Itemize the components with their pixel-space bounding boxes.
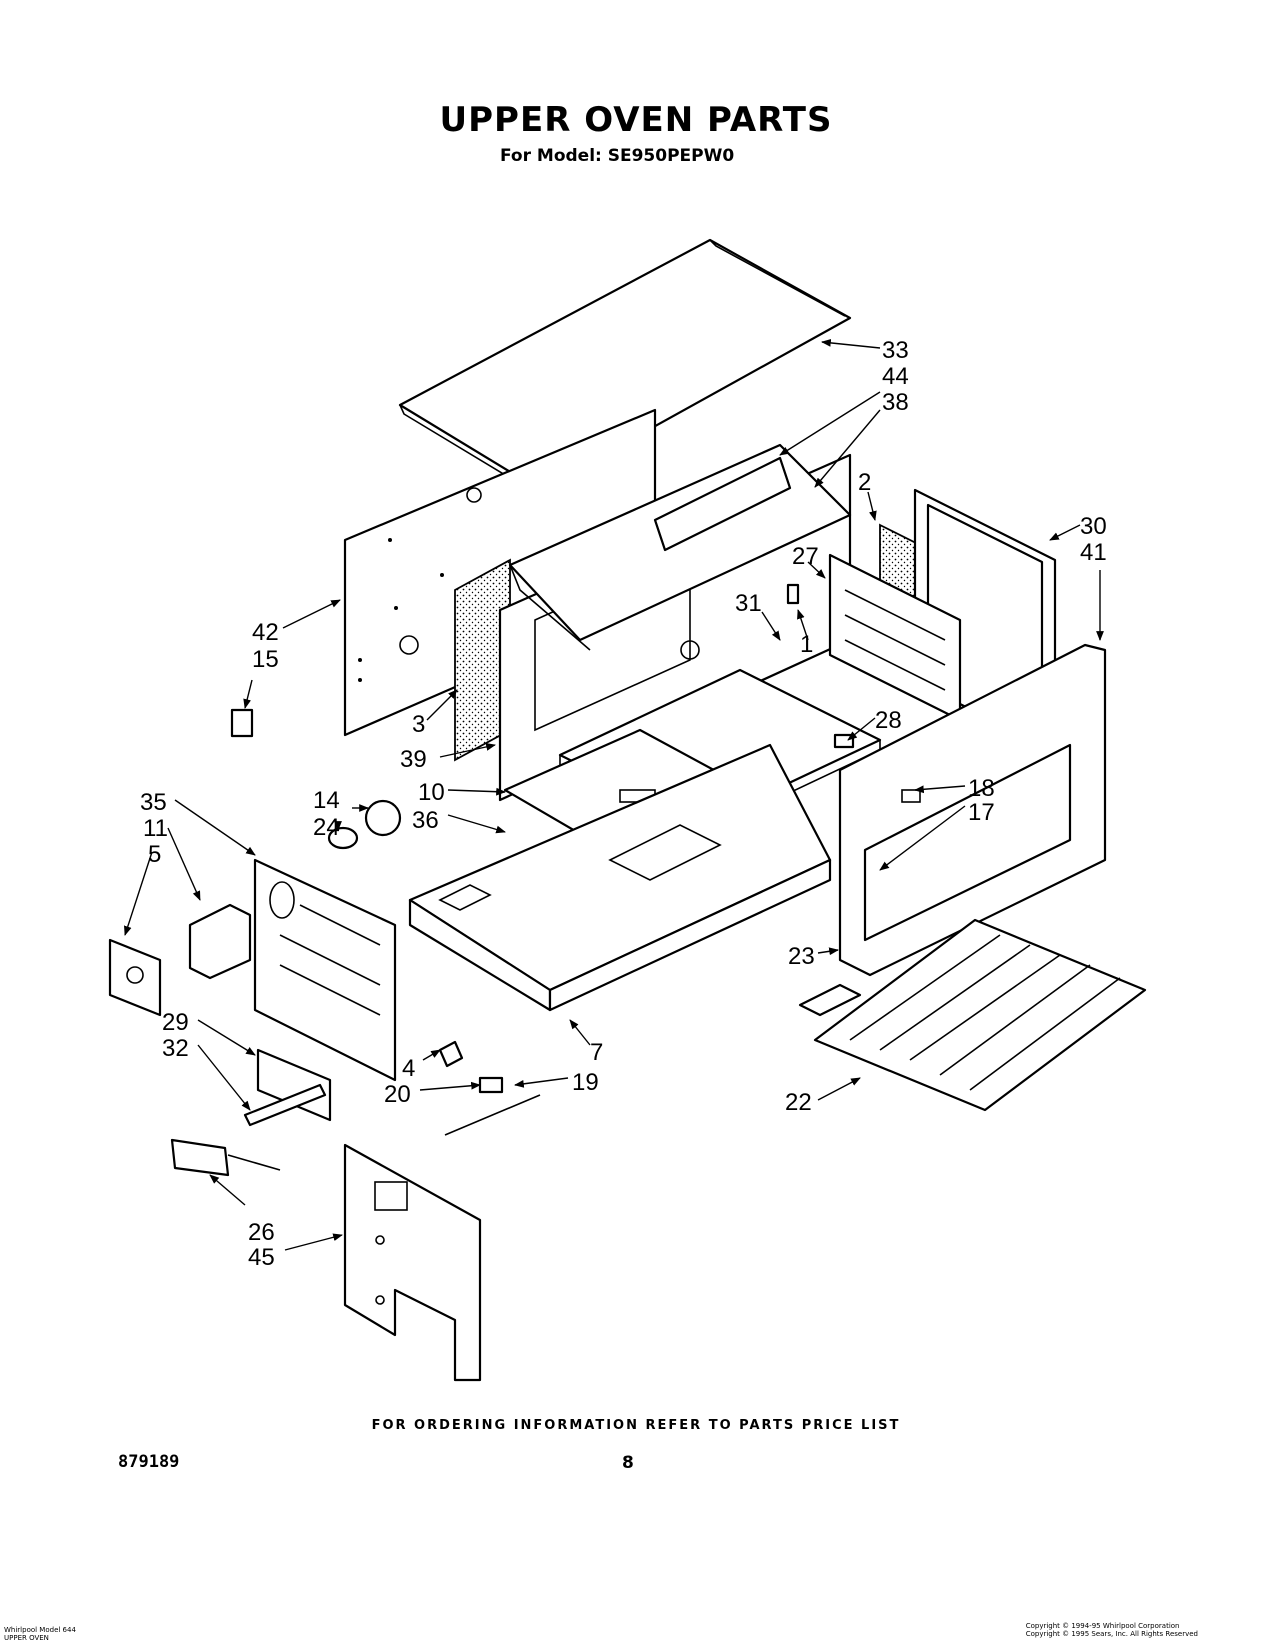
part-1-clip [786, 583, 800, 605]
callout-32: 32 [162, 1035, 189, 1062]
part-33-top-panel [398, 238, 852, 497]
callout-10: 10 [418, 779, 445, 806]
callout-4: 4 [402, 1055, 415, 1082]
callout-26: 26 [248, 1219, 275, 1246]
callout-labels: 33 44 38 2 30 41 27 1 31 42 15 3 39 14 2… [140, 337, 1107, 1271]
footer-left-line1: Whirlpool Model 644 [4, 1626, 76, 1634]
part-28-bracket [833, 733, 855, 749]
callout-24: 24 [313, 814, 340, 841]
callout-41: 41 [1080, 539, 1107, 566]
part-24-lamp-socket [327, 826, 359, 850]
part-32-shaft [243, 1083, 327, 1127]
part-45-lower-front-panel [343, 1143, 482, 1382]
callout-29: 29 [162, 1009, 189, 1036]
callout-45: 45 [248, 1244, 275, 1271]
callout-42: 42 [252, 619, 279, 646]
part-23-slide [798, 983, 862, 1017]
part-14-lamp-bulb [364, 799, 402, 837]
callout-31: 31 [735, 590, 762, 617]
model-line: For Model: SE950PEPW0 [500, 146, 734, 166]
callout-7: 7 [590, 1039, 603, 1066]
model-label: For Model: [500, 146, 602, 166]
callout-36: 36 [412, 807, 439, 834]
part-22-broiler-pan [813, 918, 1147, 1112]
callout-11: 11 [143, 815, 168, 842]
part-44-38-top-liner-duct [508, 443, 852, 651]
catalog-number: 879189 [118, 1452, 180, 1472]
page-number: 8 [622, 1453, 634, 1473]
callout-30: 30 [1080, 513, 1107, 540]
ordering-note: FOR ORDERING INFORMATION REFER TO PARTS … [371, 1418, 901, 1433]
callout-44: 44 [882, 363, 909, 390]
callout-5: 5 [148, 841, 161, 868]
callout-38: 38 [882, 389, 909, 416]
part-27-oven-liner-right [828, 553, 962, 722]
footer-left-line2: UPPER OVEN [4, 1634, 49, 1642]
part-11-transformer [188, 903, 252, 980]
page-title: UPPER OVEN PARTS [439, 100, 833, 140]
part-35-front-panel [253, 858, 397, 1082]
footer-copyright: Copyright © 1994-95 Whirlpool Corporatio… [1026, 1622, 1198, 1638]
callout-1: 1 [800, 631, 813, 658]
footer-left-note: Whirlpool Model 644 UPPER OVEN [4, 1626, 76, 1642]
callout-35: 35 [140, 789, 167, 816]
callout-28: 28 [875, 707, 902, 734]
callout-27: 27 [792, 543, 819, 570]
footer-right-line2: Copyright © 1995 Sears, Inc. All Rights … [1025, 1630, 1198, 1638]
callout-39: 39 [400, 746, 427, 773]
callout-14: 14 [313, 787, 340, 814]
part-36-7-oven-bottom [408, 743, 832, 1012]
callout-3: 3 [412, 711, 425, 738]
leader-lines [124, 339, 1104, 1251]
callout-17: 17 [968, 799, 995, 826]
callout-19: 19 [572, 1069, 599, 1096]
part-26-terminal-block [170, 1138, 281, 1177]
part-5-bracket [108, 938, 162, 1017]
callout-22: 22 [785, 1089, 812, 1116]
part-4-clip [438, 1040, 464, 1068]
callout-15: 15 [252, 646, 279, 673]
callout-2: 2 [858, 469, 871, 496]
model-number: SE950PEPW0 [607, 146, 735, 166]
part-front-frame [838, 643, 1107, 977]
footer-right-line1: Copyright © 1994-95 Whirlpool Corporatio… [1025, 1622, 1180, 1630]
part-15-switch [230, 708, 254, 738]
callout-18: 18 [968, 775, 995, 802]
callout-23: 23 [788, 943, 815, 970]
callout-33: 33 [882, 337, 909, 364]
part-29-switch-bracket [256, 1048, 332, 1122]
callout-20: 20 [384, 1081, 411, 1108]
